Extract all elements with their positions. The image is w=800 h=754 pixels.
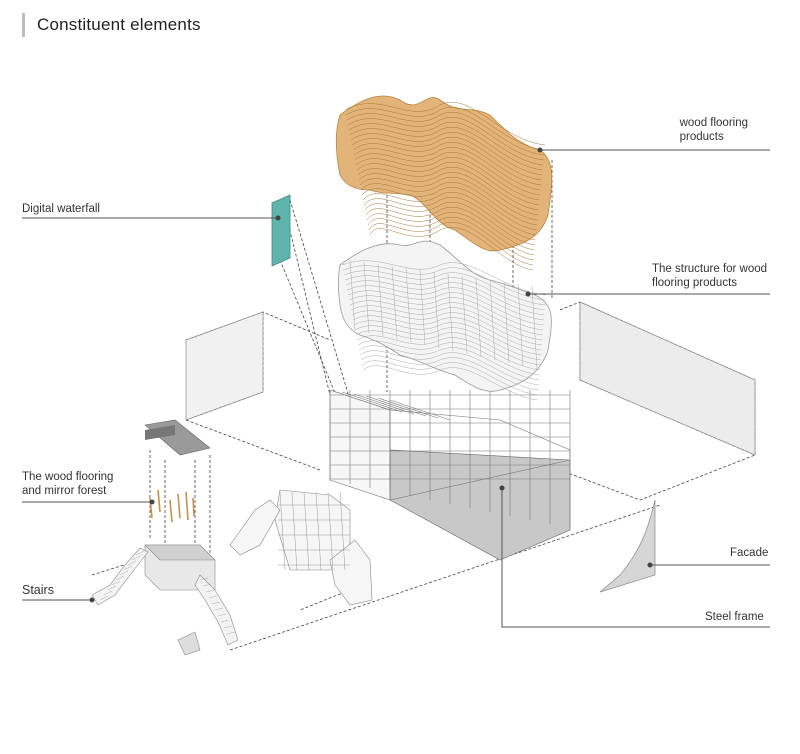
wood-flooring-surface xyxy=(335,95,553,271)
label-facade: Facade xyxy=(730,547,769,559)
mirror-forest-top-plate xyxy=(144,419,211,456)
left-wall-panel xyxy=(185,311,264,421)
middle-stair-structure xyxy=(229,489,373,606)
digital-waterfall-panel xyxy=(271,194,291,267)
steel-frame xyxy=(329,389,571,561)
label-wood-flooring-mirror-forest: The wood flooring and mirror forest xyxy=(22,470,113,498)
label-mirror-forest-line1: The wood flooring xyxy=(22,471,114,483)
label-mirror-forest-line2: and mirror forest xyxy=(22,485,107,497)
stairs-block xyxy=(91,544,239,656)
title-accent-bar xyxy=(22,13,25,37)
label-wood-flooring-products-line2: products xyxy=(679,131,724,143)
label-structure-line2: flooring products xyxy=(652,277,738,289)
label-digital-waterfall: Digital waterfall xyxy=(22,203,100,215)
label-structure-line1: The structure for wood xyxy=(652,263,768,275)
facade-shape xyxy=(599,499,656,593)
label-wood-flooring-products: wood flooring products xyxy=(680,116,748,144)
wood-structure-surface xyxy=(338,240,552,401)
wood-forest-sticks xyxy=(149,489,195,523)
leader-dots xyxy=(89,147,653,603)
label-wood-flooring-products-line1: wood flooring xyxy=(679,117,748,129)
right-wall-panel xyxy=(579,301,756,456)
label-steel-frame: Steel frame xyxy=(705,611,764,623)
label-stairs: Stairs xyxy=(22,583,54,597)
leader-lines xyxy=(22,149,770,628)
title-block: Constituent elements xyxy=(22,12,201,38)
page-title: Constituent elements xyxy=(37,15,201,34)
label-structure-wood-flooring: The structure for wood flooring products xyxy=(652,262,767,290)
